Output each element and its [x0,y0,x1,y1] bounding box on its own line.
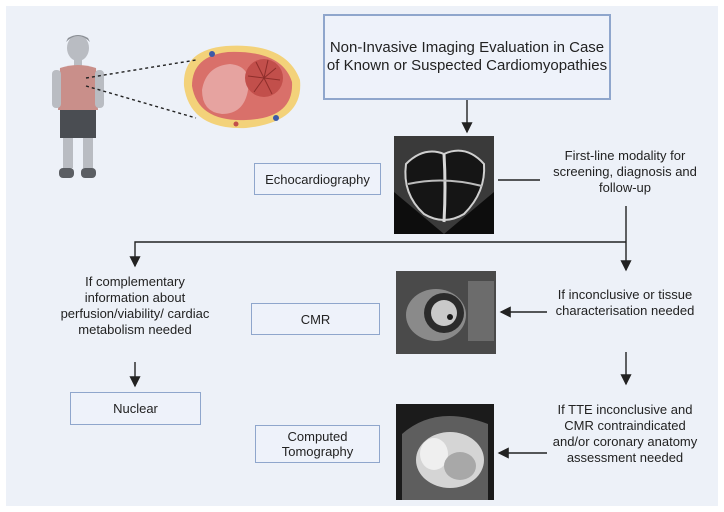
complementary-note: If complementary information about perfu… [60,274,210,337]
pointer-line-top [85,59,197,79]
first-line-note: First-line modality for screening, diagn… [553,148,697,195]
child-figure-icon [52,35,104,178]
cmr-label: CMR [300,311,331,327]
echo-image [394,136,494,234]
nuclear-box: Nuclear [70,392,201,425]
computed-tomography-box: Computed Tomography [255,425,380,463]
pointer-line-bottom [85,85,197,119]
arrow-branch-left [129,241,626,268]
echocardiography-box: Echocardiography [254,163,381,195]
computed-tomography-label: Computed Tomography [281,429,354,459]
tte-note: If TTE inconclusive and CMR contraindica… [552,402,698,465]
echocardiography-label: Echocardiography [265,171,370,187]
ct-image [396,404,494,500]
cmr-image [396,271,496,354]
inconclusive-note: If inconclusive or tissue characterisati… [555,287,695,318]
cmr-box: CMR [251,303,380,335]
heart-cross-section-icon [183,45,301,129]
title-text: Non-Invasive Imaging Evaluation in Case … [326,39,608,74]
title-box: Non-Invasive Imaging Evaluation in Case … [323,14,611,100]
nuclear-label: Nuclear [113,401,158,416]
